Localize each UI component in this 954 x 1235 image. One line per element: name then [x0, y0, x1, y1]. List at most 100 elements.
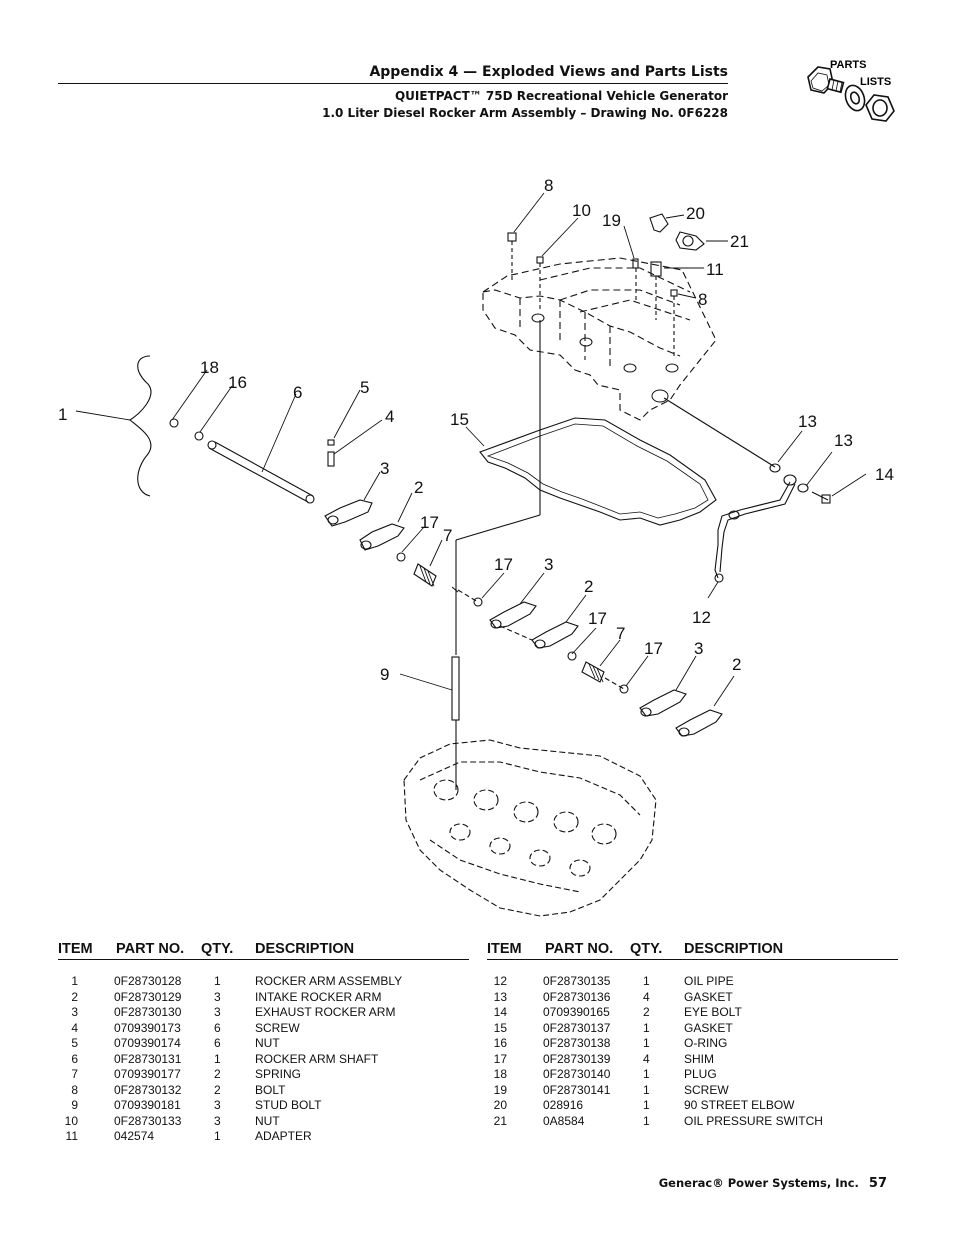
callout-8: 8	[544, 176, 553, 195]
callout-16: 16	[228, 373, 247, 392]
exploded-view-drawing: 1 2 2 2 3 3 3 4 5 6 7 7 8 8 9 10 11 12 1…	[58, 176, 894, 917]
cell-description: PLUG	[684, 1067, 717, 1082]
cell-description: OIL PRESSURE SWITCH	[684, 1113, 823, 1128]
cell-item: 2	[71, 989, 78, 1004]
cell-part-no: 0F28730140	[543, 1067, 611, 1082]
callout-8: 8	[698, 290, 707, 309]
cell-description: GASKET	[684, 1020, 733, 1035]
cell-item: 9	[71, 1098, 78, 1113]
cell-item: 8	[71, 1082, 78, 1097]
assembly-brace	[129, 355, 152, 497]
callout-9: 9	[380, 665, 389, 684]
callout-17: 17	[494, 555, 513, 574]
header-item: ITEM	[487, 941, 522, 957]
cell-qty: 1	[643, 974, 650, 988]
cover-gasket	[479, 417, 717, 526]
cell-qty: 1	[643, 1098, 650, 1113]
callout-15: 15	[450, 410, 469, 429]
cell-part-no: 0709390174	[114, 1036, 181, 1051]
cell-item: 11	[65, 1129, 78, 1144]
cell-part-no: 0709390181	[114, 1098, 181, 1113]
callout-7: 7	[443, 526, 452, 545]
callout-3: 3	[380, 459, 389, 478]
stud-bolt	[451, 320, 541, 790]
cell-item: 13	[493, 989, 507, 1004]
badge-label-parts: PARTS	[830, 59, 866, 71]
cover-bolts	[507, 232, 678, 356]
cell-part-no: 0F28730129	[114, 989, 182, 1004]
oil-pipe	[663, 397, 831, 583]
cell-qty: 6	[214, 1020, 221, 1035]
cell-part-no: 0F28730141	[543, 1082, 611, 1097]
cell-description: O-RING	[684, 1036, 728, 1051]
cell-item: 5	[71, 1036, 78, 1051]
callout-11: 11	[706, 260, 724, 279]
cell-qty: 2	[643, 1005, 650, 1020]
cell-part-no: 0709390165	[543, 1005, 610, 1020]
callout-5: 5	[360, 378, 369, 397]
cell-item: 16	[493, 1036, 507, 1051]
callout-4: 4	[385, 407, 394, 426]
cell-item: 7	[71, 1067, 78, 1082]
cell-qty: 2	[214, 1082, 221, 1097]
oil-pressure-fittings	[649, 213, 705, 320]
callout-1: 1	[58, 405, 67, 424]
cell-part-no: 0F28730135	[543, 974, 611, 988]
callout-2: 2	[414, 478, 423, 497]
cell-item: 6	[71, 1051, 78, 1066]
cell-description: ROCKER ARM ASSEMBLY	[255, 974, 403, 988]
cell-qty: 1	[643, 1036, 650, 1051]
callout-7: 7	[616, 624, 625, 643]
cell-item: 17	[493, 1051, 507, 1066]
page-number: 57	[868, 1176, 887, 1191]
rocker-shaft	[169, 418, 315, 504]
cell-part-no: 0F28730130	[114, 1005, 182, 1020]
cell-qty: 1	[643, 1113, 650, 1128]
cell-part-no: 0F28730139	[543, 1051, 611, 1066]
cell-part-no: 0F28730132	[114, 1082, 182, 1097]
cell-part-no: 042574	[114, 1129, 155, 1144]
cylinder-head	[403, 739, 657, 917]
callout-2: 2	[584, 577, 593, 596]
callout-2: 2	[732, 655, 741, 674]
cell-qty: 3	[214, 1005, 221, 1020]
callout-6: 6	[293, 383, 302, 402]
cell-qty: 3	[214, 1113, 221, 1128]
cell-description: NUT	[255, 1036, 280, 1051]
cell-description: SPRING	[255, 1067, 302, 1082]
callout-17: 17	[644, 639, 663, 658]
header-rule	[58, 83, 728, 84]
header-description: DESCRIPTION	[255, 941, 355, 957]
cell-qty: 1	[214, 1129, 221, 1144]
callout-3: 3	[694, 639, 703, 658]
cell-qty: 1	[214, 974, 221, 988]
cell-part-no: 0709390177	[114, 1067, 181, 1082]
cover-bosses	[531, 313, 679, 403]
cell-description: EYE BOLT	[684, 1005, 742, 1020]
cell-qty: 1	[643, 1082, 650, 1097]
table-header: ITEM PART NO. QTY. DESCRIPTION	[58, 940, 469, 960]
leader-lines	[75, 192, 867, 707]
cell-item: 15	[493, 1020, 507, 1035]
callout-13: 13	[834, 431, 853, 450]
header-description: DESCRIPTION	[684, 941, 784, 957]
page-subtitle-product: QUIETPACT™ 75D Recreational Vehicle Gene…	[394, 89, 728, 103]
cell-part-no: 028916	[543, 1098, 584, 1113]
callout-13: 13	[798, 412, 817, 431]
